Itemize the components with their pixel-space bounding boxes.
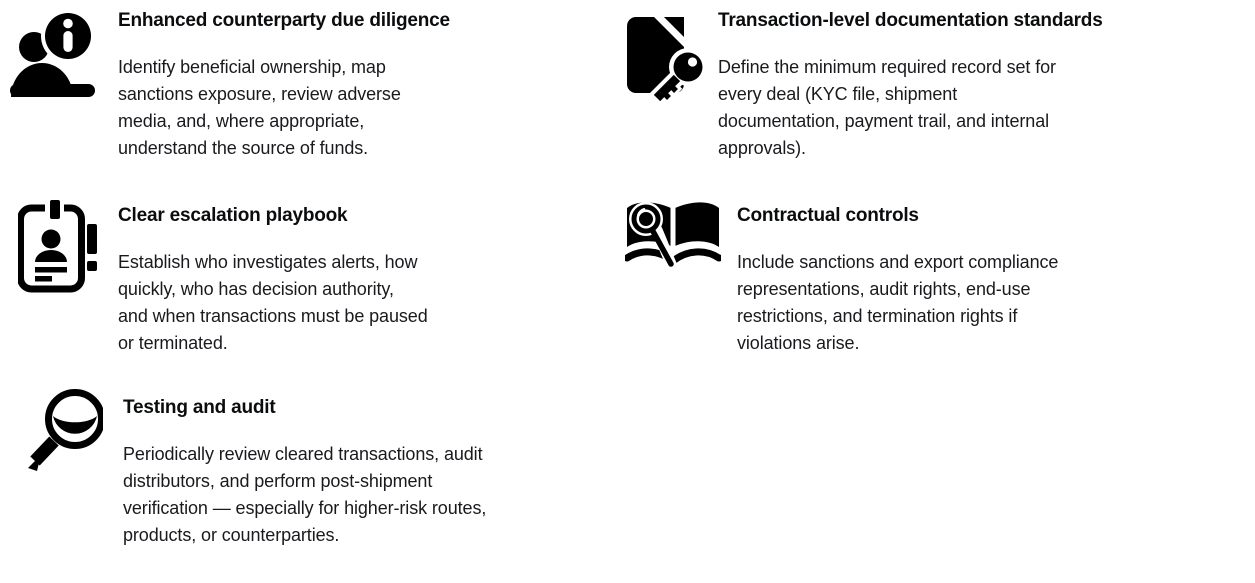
feature-text: Enhanced counterparty due diligence Iden… [118,8,450,162]
feature-text: Clear escalation playbook Establish who … [118,203,428,357]
feature-body: Define the minimum required record set f… [718,57,1056,158]
search-icon [28,389,103,471]
feature-title: Testing and audit [123,397,276,418]
feature-title: Clear escalation playbook [118,205,348,226]
feature-text: Contractual controls Include sanctions a… [737,203,1058,357]
feature-icon-box [10,8,98,98]
feature-enhanced-due-diligence: Enhanced counterparty due diligence Iden… [10,8,627,203]
feature-text: Transaction-level documentation standard… [718,8,1103,162]
person-info-icon [10,10,95,97]
book-search-icon [625,198,721,270]
file-key-icon [627,13,703,101]
feature-escalation-playbook: Clear escalation playbook Establish who … [10,198,627,395]
feature-grid: Enhanced counterparty due diligence Iden… [10,8,1255,549]
feature-body: Identify beneficial ownership, map sanct… [118,57,401,158]
feature-body: Periodically review cleared transactions… [123,444,487,545]
feature-body: Include sanctions and export compliance … [737,252,1059,353]
feature-icon-box [10,389,103,472]
feature-text: Testing and audit Periodically review cl… [123,395,486,549]
feature-title: Enhanced counterparty due diligence [118,10,450,31]
feature-documentation-standards: Transaction-level documentation standard… [627,8,1255,203]
feature-title: Transaction-level documentation standard… [718,10,1103,31]
id-badge-alert-icon [18,198,97,293]
feature-testing-and-audit: Testing and audit Periodically review cl… [10,389,627,549]
feature-title: Contractual controls [737,205,919,226]
feature-icon-box [627,8,703,101]
feature-icon-box [625,198,721,272]
feature-body: Establish who investigates alerts, how q… [118,252,428,353]
feature-contractual-controls: Contractual controls Include sanctions a… [625,198,1255,395]
feature-icon-box [10,198,98,293]
